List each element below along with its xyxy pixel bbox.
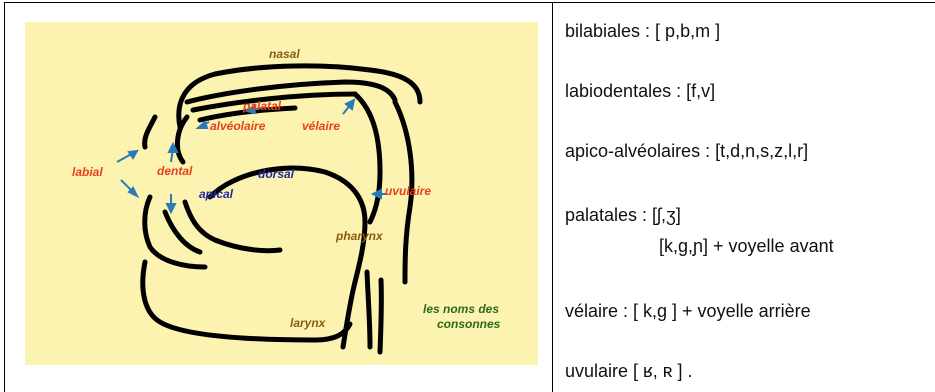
list-item-apico-alveolaires: apico-alvéolaires : [t,d,n,s,z,l,r] — [565, 141, 808, 162]
label-palatal: palatal — [242, 99, 282, 113]
label-dorsal: dorsal — [258, 167, 295, 181]
label-nasal: nasal — [269, 47, 300, 61]
label-labial: labial — [72, 165, 103, 179]
consonant-list: bilabiales : [ p,b,m ] labiodentales : [… — [565, 0, 935, 392]
label-apical: apical — [199, 187, 234, 201]
label-dental: dental — [157, 164, 193, 178]
list-item-uvulaire: uvulaire [ ʁ, ʀ ] . — [565, 361, 693, 382]
caption-line-1: les noms des — [423, 302, 499, 316]
vocal-tract-diagram: nasal palatal alvéolaire vélaire labial … — [25, 22, 538, 365]
list-item-labiodentales: labiodentales : [f,v] — [565, 81, 715, 102]
label-uvulaire: uvulaire — [385, 184, 431, 198]
list-item-palatales: palatales : [ʃ,ʒ] — [565, 205, 681, 226]
caption-line-2: consonnes — [437, 317, 501, 331]
list-item-palatales-continued: [k,g,ɲ] + voyelle avant — [659, 236, 834, 257]
label-alveolaire: alvéolaire — [210, 119, 266, 133]
label-larynx: larynx — [290, 316, 327, 330]
list-item-velaire: vélaire : [ k,g ] + voyelle arrière — [565, 301, 811, 322]
label-velaire: vélaire — [302, 119, 340, 133]
label-pharynx: pharynx — [335, 229, 384, 243]
table-column-divider — [552, 2, 553, 392]
list-item-bilabiales: bilabiales : [ p,b,m ] — [565, 21, 720, 42]
table-border-left — [4, 2, 5, 392]
